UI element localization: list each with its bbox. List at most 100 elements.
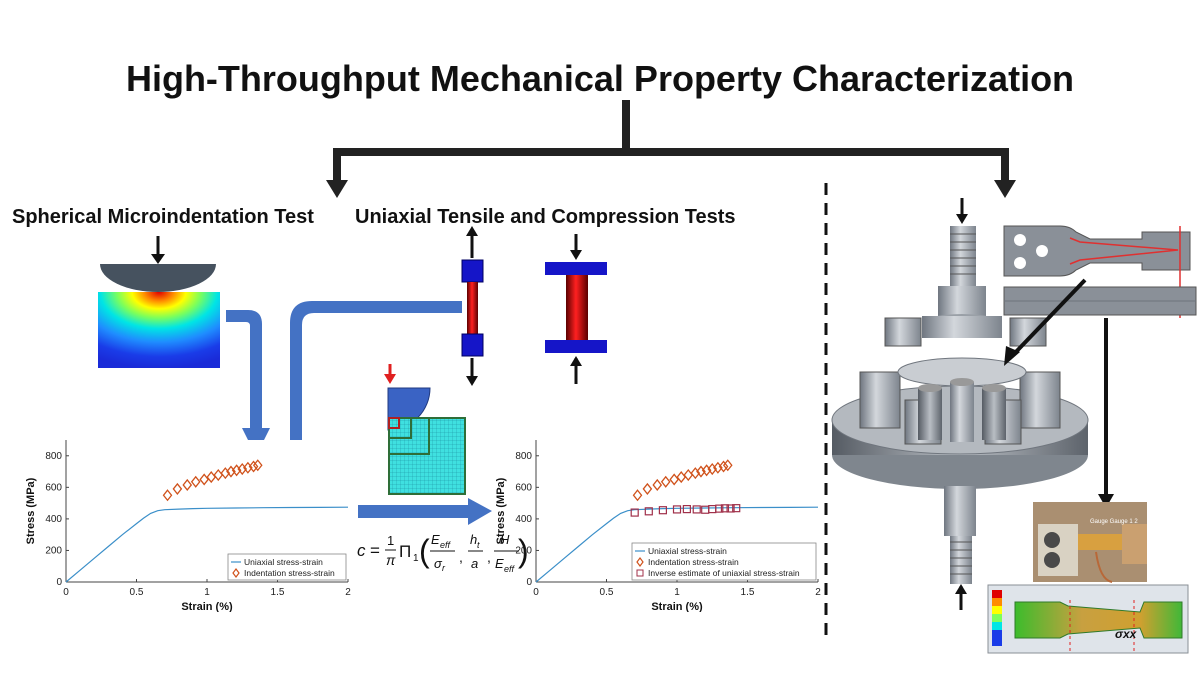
inverse-estimate-point xyxy=(630,508,639,517)
inverse-estimate-point xyxy=(715,504,724,513)
x-tick-label: 0 xyxy=(63,587,69,598)
dogbone-simulation: σxx xyxy=(987,584,1189,654)
svg-text:π: π xyxy=(386,552,396,568)
svg-text:E: E xyxy=(431,532,440,547)
svg-text:): ) xyxy=(518,533,529,569)
gauge-label: Gauge Gauge 1 2 xyxy=(1090,519,1138,525)
svg-text:1: 1 xyxy=(413,553,419,564)
svg-text:H: H xyxy=(500,532,510,547)
pointer-arrows xyxy=(1010,278,1108,496)
indentation-point xyxy=(162,489,173,502)
svg-text:h: h xyxy=(470,532,477,547)
inverse-estimate-point xyxy=(672,505,682,514)
svg-text:eff: eff xyxy=(504,564,516,574)
svg-text:,: , xyxy=(487,549,491,565)
y-tick-label: 200 xyxy=(515,545,532,556)
legend-entry: Inverse estimate of uniaxial stress-stra… xyxy=(648,568,800,578)
dogbone-specimen-drawing xyxy=(1003,225,1197,318)
inverse-estimate-point xyxy=(682,505,691,514)
y-tick-label: 200 xyxy=(45,545,62,556)
legend-entry: Uniaxial stress-strain xyxy=(648,546,727,556)
indentation-point xyxy=(220,467,231,480)
x-axis-label: Strain (%) xyxy=(651,601,703,612)
svg-text:Π: Π xyxy=(399,542,411,561)
y-tick-label: 400 xyxy=(515,514,532,525)
tensile-test-label: Uniaxial Tensile and Compression Tests xyxy=(355,206,736,228)
indentation-point xyxy=(252,459,263,472)
y-tick-label: 0 xyxy=(56,577,62,588)
indentation-point xyxy=(642,482,653,495)
y-tick-label: 600 xyxy=(515,482,532,493)
indentation-point xyxy=(199,473,210,486)
y-tick-label: 800 xyxy=(515,451,532,462)
svg-text:c: c xyxy=(357,541,366,560)
svg-text:(: ( xyxy=(419,533,430,569)
svg-text:,: , xyxy=(459,549,463,565)
indentation-point xyxy=(248,460,259,473)
inverse-estimate-point xyxy=(720,504,730,513)
inverse-estimate-point xyxy=(692,505,701,514)
indentation-point xyxy=(669,473,680,486)
indentation-point xyxy=(652,478,663,492)
inverse-estimate-point xyxy=(732,504,741,513)
compression-specimen xyxy=(545,234,607,384)
sigma-xx-label: σxx xyxy=(1115,627,1138,641)
series-line-uniaxial xyxy=(65,506,349,583)
x-tick-label: 1 xyxy=(674,587,680,598)
indentation-point xyxy=(172,482,183,495)
indentation-point xyxy=(660,475,671,488)
legend-swatch xyxy=(636,569,644,577)
legend-swatch xyxy=(232,568,240,578)
svg-text:r: r xyxy=(442,563,446,573)
indentation-point xyxy=(190,475,201,488)
inverse-estimate-point xyxy=(658,506,667,515)
legend-entry: Uniaxial stress-strain xyxy=(244,557,323,567)
indentation-point xyxy=(722,459,733,472)
y-axis-label: Stress (MPa) xyxy=(25,477,37,544)
indentation-point xyxy=(718,460,729,473)
specimen-photo: Gauge Gauge 1 2 xyxy=(1033,502,1147,583)
svg-text:E: E xyxy=(495,556,504,571)
svg-text:a: a xyxy=(471,556,478,571)
x-tick-label: 2 xyxy=(345,587,351,598)
indentation-point xyxy=(182,478,193,492)
x-tick-label: 0.5 xyxy=(130,587,144,598)
x-tick-label: 0.5 xyxy=(600,587,614,598)
x-tick-label: 0 xyxy=(533,587,539,598)
legend-box xyxy=(631,542,817,581)
svg-text:σ: σ xyxy=(434,556,443,571)
indentation-fea-graphic xyxy=(98,236,220,368)
indentation-point xyxy=(632,489,643,502)
legend-entry: Indentation stress-strain xyxy=(244,568,335,578)
legend-box xyxy=(227,553,347,581)
svg-text:1: 1 xyxy=(387,533,394,548)
svg-text:=: = xyxy=(370,541,380,560)
x-tick-label: 1.5 xyxy=(741,587,755,598)
legend-entry: Indentation stress-strain xyxy=(648,557,739,567)
y-tick-label: 0 xyxy=(526,577,532,588)
x-tick-label: 1.5 xyxy=(271,587,285,598)
indentation-test-label: Spherical Microindentation Test xyxy=(12,206,314,228)
svg-text:eff: eff xyxy=(440,540,452,550)
inverse-formula: c = 1 π Π 1 ( E eff σ r , h t a , H E ef… xyxy=(357,532,529,574)
indentation-point xyxy=(690,467,701,480)
inverse-estimate-point xyxy=(644,507,653,516)
page-title: High-Throughput Mechanical Property Char… xyxy=(125,58,1075,99)
legend-swatch xyxy=(636,557,644,567)
x-tick-label: 2 xyxy=(815,587,821,598)
indentation-mesh-model xyxy=(384,364,466,495)
y-tick-label: 400 xyxy=(45,514,62,525)
x-axis-label: Strain (%) xyxy=(181,601,233,612)
inverse-estimate-point xyxy=(726,504,735,513)
x-tick-label: 1 xyxy=(204,587,210,598)
hierarchy-bracket xyxy=(326,100,1016,198)
svg-text:t: t xyxy=(477,540,480,550)
y-axis-label: Stress (MPa) xyxy=(495,477,507,544)
y-tick-label: 800 xyxy=(45,451,62,462)
y-tick-label: 600 xyxy=(45,482,62,493)
tensile-specimen xyxy=(461,226,484,386)
test-rig-illustration xyxy=(831,198,1089,610)
